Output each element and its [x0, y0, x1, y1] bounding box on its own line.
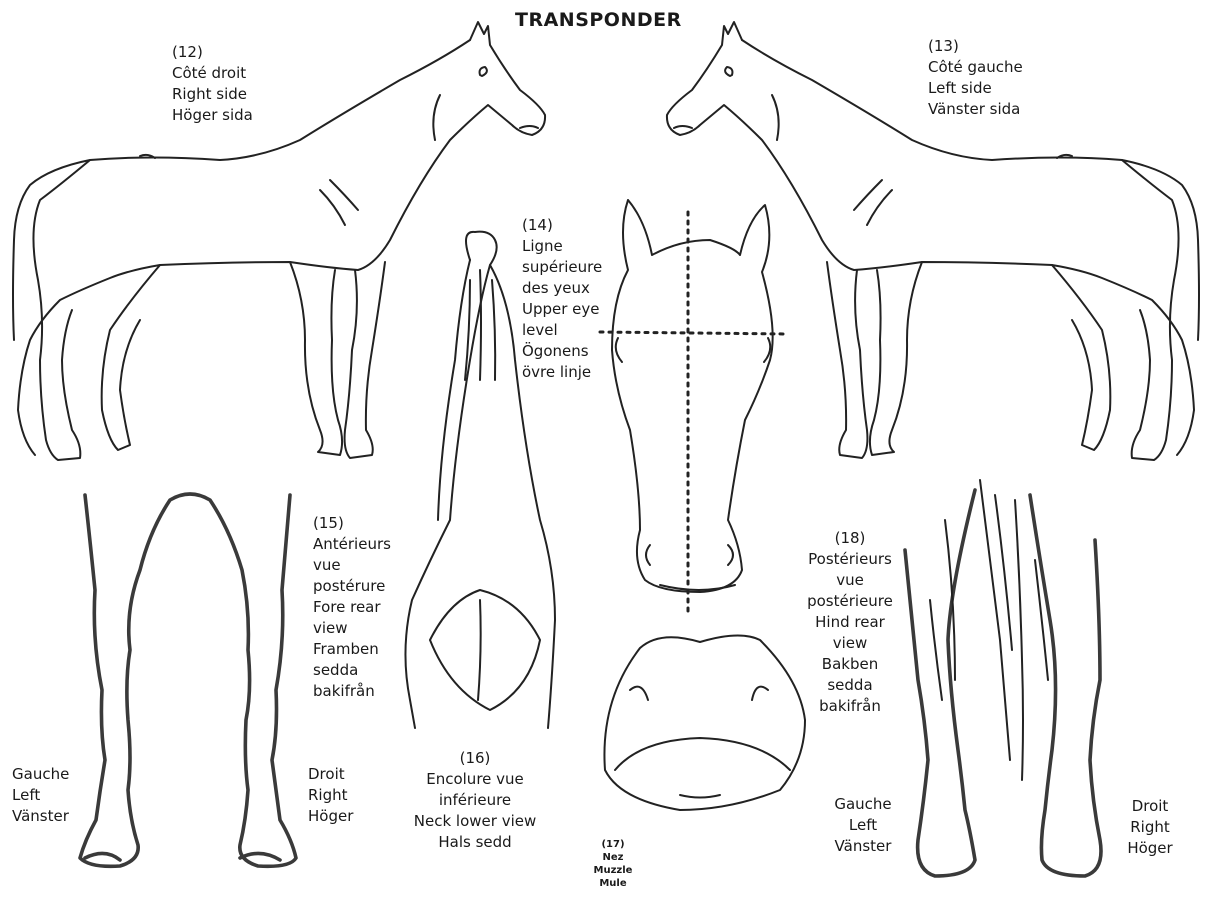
hind-legs-rear-view-drawing	[905, 480, 1101, 876]
head-front-view-drawing	[600, 200, 788, 612]
fore-legs-rear-view-drawing	[80, 494, 296, 866]
muzzle-drawing	[604, 635, 805, 810]
diagram-title: TRANSPONDER	[515, 9, 682, 31]
